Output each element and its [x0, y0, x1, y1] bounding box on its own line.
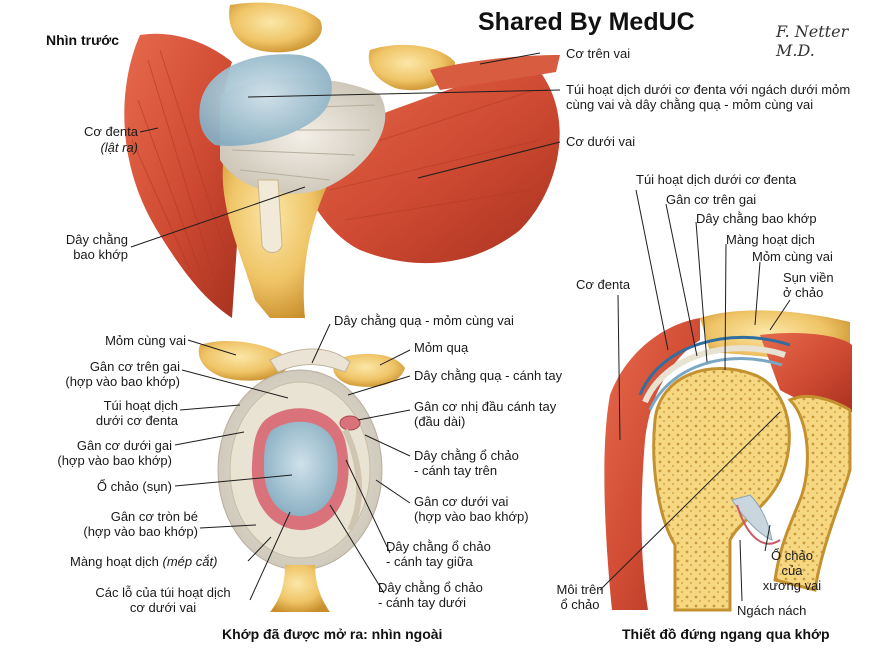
label-upper-glenoid-lip: Môi trên ổ chảo	[556, 582, 604, 612]
view-title-anterior: Nhìn trước	[46, 32, 119, 48]
label-synovial-membrane: Màng hoạt dịch (mép cắt)	[70, 554, 217, 569]
label-deltoid-section: Cơ đenta	[576, 277, 631, 292]
coracoid-bl	[333, 353, 405, 387]
label-synovial-membrane-section: Màng hoạt dịch	[726, 232, 815, 247]
label-axillary-recess: Ngách nách	[737, 603, 807, 618]
label-bursa-recess: Túi hoạt dịch dưới cơ đenta với ngách dư…	[566, 82, 851, 112]
label-subscapularis-tendon: Gân cơ dưới vai (hợp vào bao khớp)	[414, 494, 529, 524]
label-subscapularis: Cơ dưới vai	[566, 134, 636, 149]
label-capsular-ligament-section: Dây chằng bao khớp	[696, 211, 817, 226]
label-biceps-tendon: Gân cơ nhị đầu cánh tay (đầu dài)	[414, 399, 557, 429]
bursa-top	[199, 54, 332, 146]
leader-lines	[130, 52, 791, 602]
label-synovial-text: Màng hoạt dịch	[70, 554, 163, 569]
humeral-head-section	[652, 367, 791, 612]
watermark: Shared By MedUC	[478, 8, 695, 36]
subscapularis-muscle	[290, 60, 560, 264]
bottom-left-panel-art	[198, 340, 405, 612]
bottom-right-panel-art	[604, 310, 852, 612]
label-acromion-section: Mỏm cùng vai	[752, 249, 833, 264]
label-glenoid-cavity: Ổ chảo (sụn)	[96, 479, 172, 494]
label-teres-minor: Gân cơ tròn bé (hợp vào bao khớp)	[83, 509, 198, 539]
label-superior-glenohumeral: Dây chằng ổ chảo - cánh tay trên	[414, 448, 519, 478]
caption-coronal-section: Thiết đồ đứng ngang qua khớp	[622, 626, 830, 642]
label-subdeltoid-bursa: Túi hoạt dịch dưới cơ đenta	[95, 398, 178, 428]
biceps-tendon-bl	[339, 415, 361, 431]
label-acromion: Mỏm cùng vai	[105, 333, 186, 348]
label-coracoacromial-ligament: Dây chằng quạ - mỏm cùng vai	[334, 313, 514, 328]
label-middle-glenohumeral: Dây chằng ổ chảo - cánh tay giữa	[386, 539, 491, 569]
scapula-neck-bl	[270, 565, 330, 612]
label-deltoid: Cơ đenta	[83, 124, 138, 139]
label-glenoid-of-scapula: Ổ chảo của xương vai	[762, 548, 822, 593]
label-coracoid: Mỏm quạ	[414, 340, 469, 355]
label-capsular-ligament: Dây chằng bao khớp	[65, 232, 128, 262]
label-deltoid-note: (lật ra)	[100, 140, 138, 155]
label-bursa-openings: Các lỗ của túi hoạt dịch cơ dưới vai	[95, 585, 231, 615]
caption-opened-joint: Khớp đã được mở ra: nhìn ngoài	[222, 626, 443, 642]
coracoid-top	[368, 44, 455, 91]
label-supraspinatus: Cơ trên vai	[566, 46, 631, 61]
label-supraspinatus-tendon: Gân cơ trên gai (hợp vào bao khớp)	[65, 359, 180, 389]
label-inferior-glenohumeral: Dây chằng ổ chảo - cánh tay dưới	[378, 580, 483, 610]
top-panel-art	[124, 2, 560, 319]
label-synovial-note: (mép cắt)	[162, 554, 218, 569]
supraspinatus-top	[430, 55, 560, 90]
biceps-groove-top	[257, 179, 283, 253]
label-glenoid-labrum: Sụn viền ở chảo	[783, 270, 834, 300]
acromion-top	[229, 2, 322, 53]
axillary-recess-section	[731, 494, 773, 541]
artist-signature: F. Netter M.D.	[776, 22, 849, 60]
label-supraspinatus-tendon-section: Gân cơ trên gai	[666, 192, 757, 207]
label-subdeltoid-bursa-section: Túi hoạt dịch dưới cơ đenta	[636, 172, 797, 187]
label-infraspinatus-tendon: Gân cơ dưới gai (hợp vào bao khớp)	[57, 438, 172, 468]
coracoacromial-lig	[269, 348, 351, 373]
glenoid-cavity-bl	[263, 421, 338, 517]
deltoid-section	[604, 318, 700, 610]
label-coracohumeral-ligament: Dây chằng quạ - cánh tay	[414, 368, 563, 383]
glenoid-section	[773, 394, 852, 592]
